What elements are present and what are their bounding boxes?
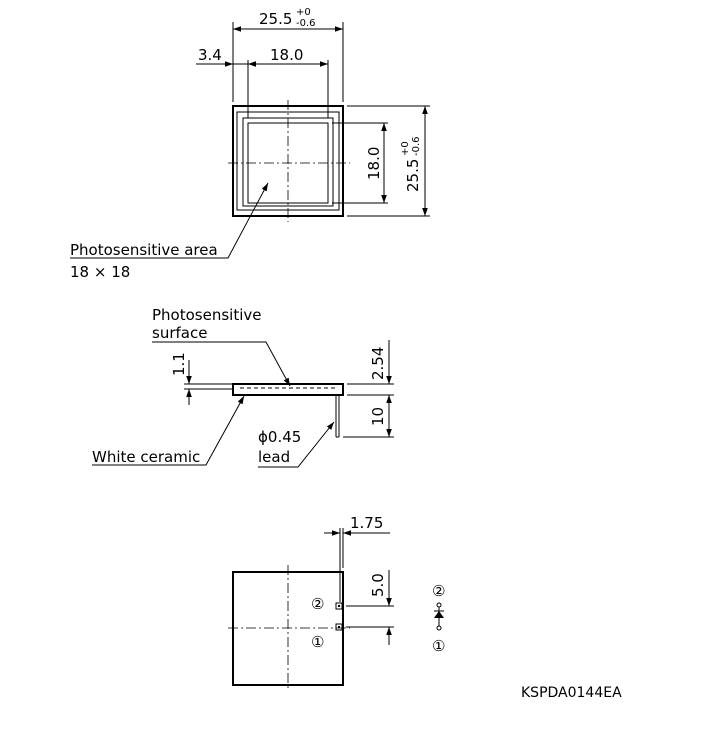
- offset-value: 3.4: [198, 46, 222, 64]
- pin-1-pad: [335, 623, 343, 631]
- overall-width-value: 25.5: [259, 10, 292, 28]
- pin-offset-value: 1.75: [350, 514, 383, 532]
- lead-leader-line: [258, 421, 335, 468]
- surface-label-line2: surface: [152, 324, 207, 342]
- overall-width-tol-lower: -0.6: [296, 18, 316, 29]
- drawing-code: KSPDA0144EA: [521, 685, 622, 701]
- lead-length-value: 10: [369, 407, 387, 426]
- bottom-view: ② ① 1.75 5.0: [228, 514, 394, 690]
- area-leader-line: [70, 182, 269, 259]
- surface-label-line1: Photosensitive: [152, 306, 261, 324]
- pin-2-dot: [338, 605, 340, 607]
- symbol-terminal-top: [436, 602, 442, 608]
- top-view: 25.5 +0 -0.6 3.4 18.0 18.0 25.5 +0 -0.6 …: [70, 7, 430, 281]
- lead-diameter: ϕ0.45: [258, 428, 301, 446]
- pin-1-label: ①: [311, 633, 324, 651]
- overall-height-value: 25.5: [404, 159, 422, 192]
- area-size: 18 × 18: [70, 263, 130, 281]
- photodiode-symbol: ② ①: [432, 582, 445, 655]
- overall-height-tol-upper: +0: [400, 141, 411, 156]
- area-width-value: 18.0: [270, 46, 303, 64]
- area-height-value: 18.0: [365, 147, 383, 180]
- thickness-value: 2.54: [369, 347, 387, 380]
- symbol-pin-1-label: ①: [432, 637, 445, 655]
- ceramic-body: [232, 383, 344, 396]
- pin-1-dot: [338, 626, 340, 628]
- overall-height-tol-lower: -0.6: [411, 136, 422, 156]
- pin-pitch-value: 5.0: [369, 573, 387, 597]
- depth-value: 1.1: [170, 352, 188, 376]
- side-view: 1.1 2.54 10 Photosensitive surface White…: [92, 306, 394, 468]
- overall-width-tol-upper: +0: [296, 7, 311, 18]
- surface-leader-line: [152, 341, 291, 387]
- symbol-terminal-bottom: [436, 625, 442, 631]
- pin-2-label: ②: [311, 595, 324, 613]
- ceramic-leader-line: [92, 395, 245, 466]
- ceramic-label: White ceramic: [92, 448, 200, 466]
- area-label: Photosensitive area: [70, 241, 218, 259]
- pin-2-pad: [335, 602, 343, 610]
- lead-label: lead: [258, 448, 290, 466]
- diode-triangle-icon: [434, 611, 444, 618]
- symbol-pin-2-label: ②: [432, 582, 445, 600]
